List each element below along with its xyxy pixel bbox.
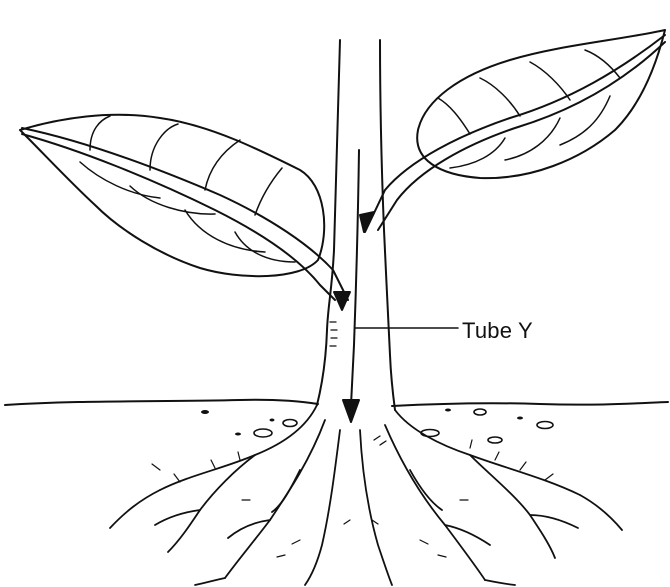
right-leaf-outline <box>417 30 665 178</box>
right-leaf-veins <box>438 50 620 168</box>
left-petiole-bottom <box>22 134 335 300</box>
tube-y-label: Tube Y <box>462 318 533 344</box>
stem-left-edge <box>317 40 340 405</box>
ground-line <box>5 400 668 406</box>
right-petiole-bottom <box>378 42 665 230</box>
roots <box>110 405 622 585</box>
left-petiole-top <box>22 128 348 300</box>
left-leaf-veins <box>80 116 295 262</box>
root-hairs <box>152 440 553 557</box>
soil-pebbles <box>254 409 553 443</box>
right-petiole-top <box>365 35 665 232</box>
arrow-stem-down <box>343 400 359 422</box>
stem-hatches <box>330 322 386 445</box>
tube-line <box>351 150 359 405</box>
arrow-left-petiole <box>334 292 350 310</box>
